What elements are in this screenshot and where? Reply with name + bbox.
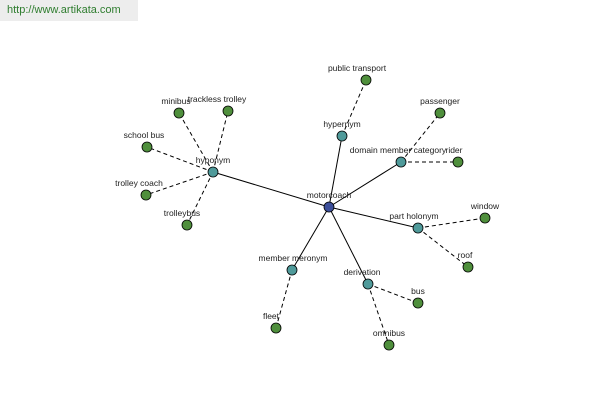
node-bus[interactable]: bus: [411, 286, 425, 309]
node-rider[interactable]: rider: [445, 145, 464, 168]
edge-hyponym: [212, 171, 330, 208]
node-domain-member-category[interactable]: domain member category: [350, 145, 447, 168]
node-part-holonym[interactable]: part holonym: [389, 211, 439, 234]
edge-domain-member-category-passenger: [400, 112, 441, 163]
edge-hyponym-trackless-trolley: [212, 110, 229, 173]
node-fleet-label: fleet: [263, 311, 280, 321]
edge-member-meronym: [291, 206, 330, 271]
node-minibus-label: minibus: [161, 96, 190, 106]
node-motorcoach[interactable]: motorcoach: [307, 190, 352, 213]
node-roof-circle[interactable]: [462, 261, 474, 273]
url-banner[interactable]: http://www.artikata.com: [0, 0, 138, 21]
edge-domain-member-category: [328, 161, 402, 208]
node-domain-member-category-label: domain member category: [350, 145, 447, 155]
edge-part-holonym: [328, 206, 419, 229]
node-domain-member-category-circle[interactable]: [395, 156, 407, 168]
node-rider-label: rider: [445, 145, 462, 155]
node-derivation-circle[interactable]: [362, 278, 374, 290]
edge-derivation: [328, 206, 369, 285]
edge-part-holonym-window: [417, 217, 486, 229]
edge-part-holonym-roof: [417, 227, 469, 268]
node-trackless-trolley-circle[interactable]: [222, 105, 234, 117]
node-minibus-circle[interactable]: [173, 107, 185, 119]
node-school-bus-circle[interactable]: [141, 141, 153, 153]
edge-derivation-omnibus: [367, 283, 390, 346]
node-derivation-label: derivation: [344, 267, 381, 277]
node-window-circle[interactable]: [479, 212, 491, 224]
node-public-transport-label: public transport: [328, 63, 387, 73]
edge-hyponym-school-bus: [146, 146, 214, 173]
node-trackless-trolley[interactable]: trackless trolley: [188, 94, 247, 117]
node-hypernym[interactable]: hypernym: [323, 119, 361, 142]
edge-hypernym: [328, 135, 343, 208]
node-passenger[interactable]: passenger: [420, 96, 460, 119]
node-trolleybus[interactable]: trolleybus: [164, 208, 200, 231]
node-roof-label: roof: [458, 250, 473, 260]
node-trolley-coach-circle[interactable]: [140, 189, 152, 201]
edge-hyponym-minibus: [178, 112, 214, 173]
node-omnibus[interactable]: omnibus: [373, 328, 405, 351]
node-motorcoach-label: motorcoach: [307, 190, 352, 200]
graph-edges: [145, 79, 486, 346]
node-bus-circle[interactable]: [412, 297, 424, 309]
node-passenger-circle[interactable]: [434, 107, 446, 119]
edge-derivation-bus: [367, 283, 419, 304]
edge-member-meronym-fleet: [275, 269, 293, 329]
node-hyponym-circle[interactable]: [207, 166, 219, 178]
node-school-bus[interactable]: school bus: [124, 130, 165, 153]
node-member-meronym[interactable]: member meronym: [259, 253, 328, 276]
node-member-meronym-label: member meronym: [259, 253, 328, 263]
node-roof[interactable]: roof: [458, 250, 474, 273]
node-trolley-coach[interactable]: trolley coach: [115, 178, 163, 201]
node-window-label: window: [470, 201, 500, 211]
node-hyponym[interactable]: hyponym: [196, 155, 231, 178]
node-public-transport[interactable]: public transport: [328, 63, 387, 86]
node-hypernym-circle[interactable]: [336, 130, 348, 142]
edge-hyponym-trolleybus: [186, 171, 214, 226]
node-passenger-label: passenger: [420, 96, 460, 106]
node-motorcoach-circle[interactable]: [323, 201, 335, 213]
node-hyponym-label: hyponym: [196, 155, 231, 165]
node-trolleybus-label: trolleybus: [164, 208, 200, 218]
node-member-meronym-circle[interactable]: [286, 264, 298, 276]
node-omnibus-circle[interactable]: [383, 339, 395, 351]
node-part-holonym-label: part holonym: [389, 211, 438, 221]
node-omnibus-label: omnibus: [373, 328, 405, 338]
node-derivation[interactable]: derivation: [344, 267, 381, 290]
node-hypernym-label: hypernym: [323, 119, 360, 129]
node-trolley-coach-label: trolley coach: [115, 178, 163, 188]
edge-hypernym-public-transport: [341, 79, 367, 137]
node-minibus[interactable]: minibus: [161, 96, 191, 119]
node-rider-circle[interactable]: [452, 156, 464, 168]
node-fleet[interactable]: fleet: [263, 311, 282, 334]
node-fleet-circle[interactable]: [270, 322, 282, 334]
node-bus-label: bus: [411, 286, 425, 296]
node-public-transport-circle[interactable]: [360, 74, 372, 86]
node-school-bus-label: school bus: [124, 130, 165, 140]
node-trackless-trolley-label: trackless trolley: [188, 94, 247, 104]
node-trolleybus-circle[interactable]: [181, 219, 193, 231]
node-window[interactable]: window: [470, 201, 500, 224]
node-part-holonym-circle[interactable]: [412, 222, 424, 234]
edge-hyponym-trolley-coach: [145, 171, 214, 196]
